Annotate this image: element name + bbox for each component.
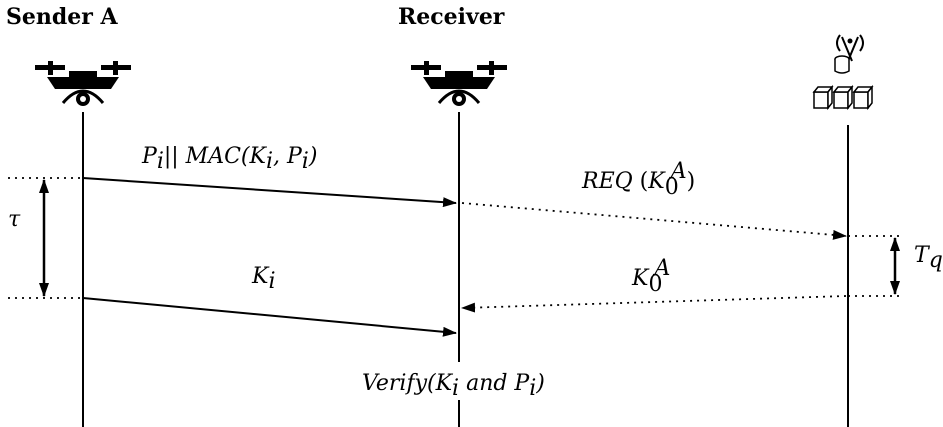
sender-header: Sender A	[6, 4, 119, 30]
verify-label: Verify(Ki and Pi)	[362, 371, 545, 401]
packet-label: Pi|| MAC(Ki, Pi)	[141, 144, 317, 174]
key-arrow	[82, 297, 457, 337]
req-label: REQ (K0A)	[581, 159, 695, 200]
packet-arrow	[82, 177, 457, 208]
key-label: Ki	[251, 264, 275, 294]
tau-label: τ	[8, 207, 21, 232]
key-reply-label: K0A	[631, 256, 670, 297]
key-reply-arrow	[461, 295, 847, 313]
receiver-drone-icon	[411, 61, 507, 106]
sender-drone-icon	[35, 61, 131, 106]
receiver-header: Receiver	[398, 4, 505, 30]
req-arrow	[461, 202, 847, 240]
server-database-icon	[812, 34, 874, 111]
tq-label: Tq	[914, 243, 943, 273]
